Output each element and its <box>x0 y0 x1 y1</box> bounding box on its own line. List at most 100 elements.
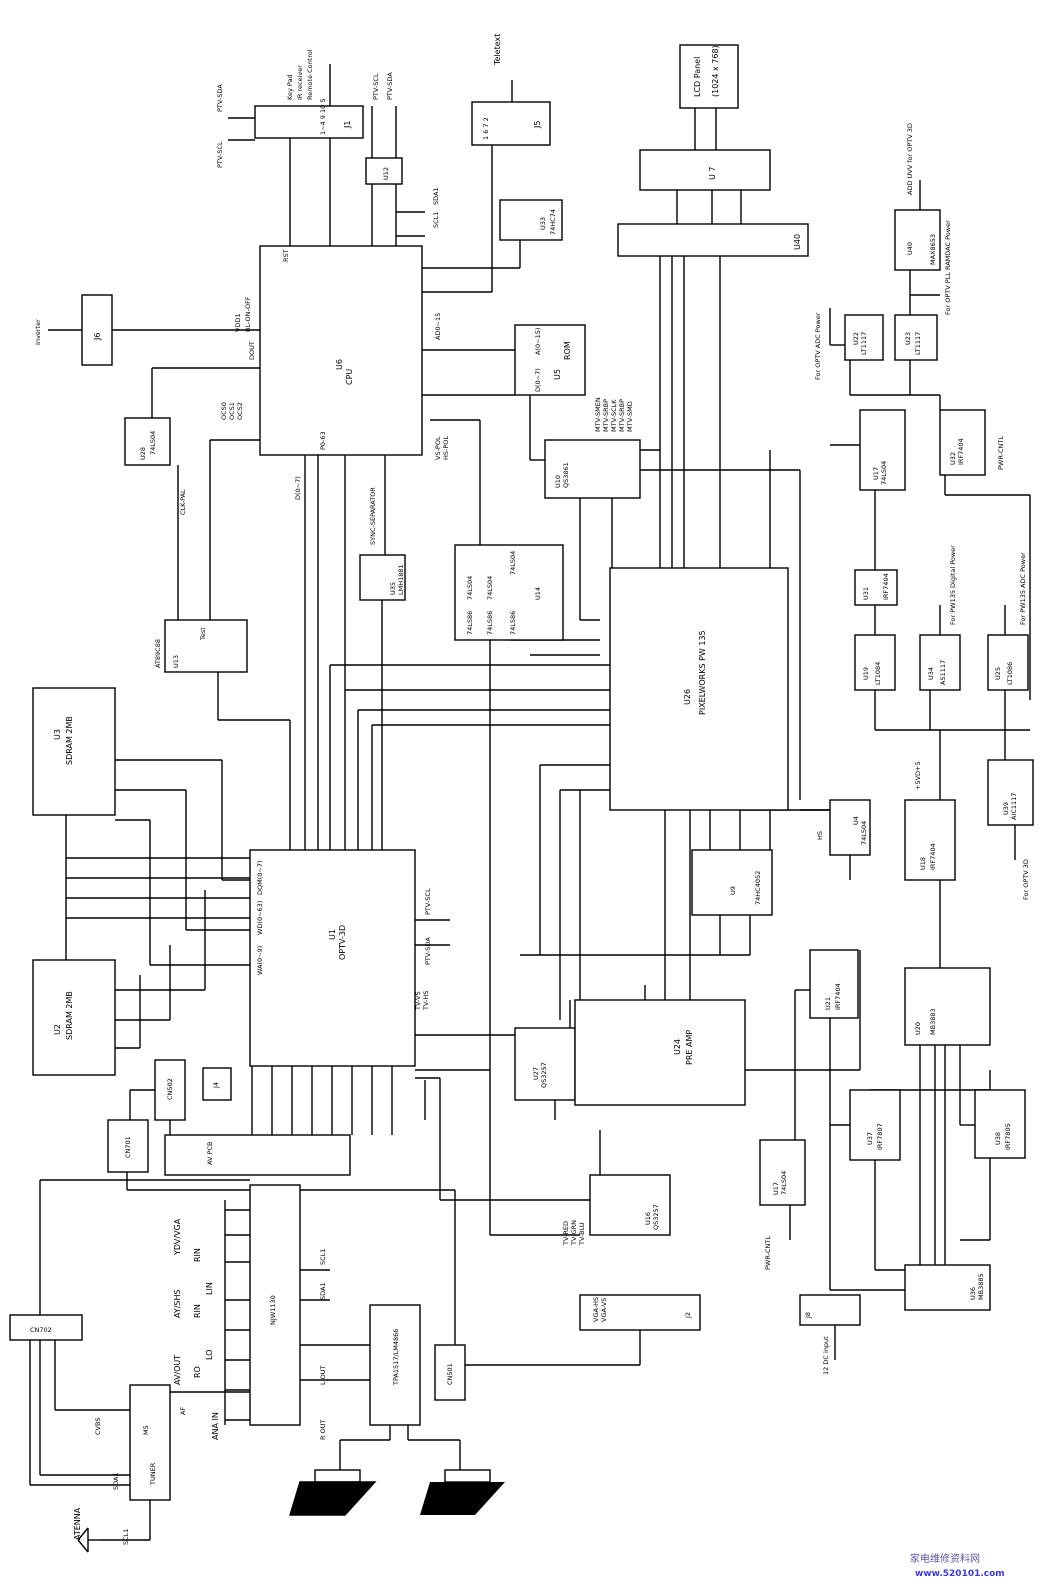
svg-text:U18: U18 <box>919 857 927 870</box>
svg-text:U27: U27 <box>532 1067 540 1080</box>
svg-text:PWR-CNTL: PWR-CNTL <box>997 436 1005 470</box>
svg-text:IRF7404: IRF7404 <box>882 573 890 600</box>
svg-text:LMH1881: LMH1881 <box>397 564 405 595</box>
svg-text:TV-RED: TV-RED <box>562 1221 570 1246</box>
svg-text:OCS2: OCS2 <box>236 402 244 420</box>
svg-text:MTV-SCLK: MTV-SCLK <box>610 399 618 432</box>
svg-text:PRE AMP: PRE AMP <box>685 1030 694 1065</box>
lcd-panel: LCD Panel (1024 x 768) <box>679 44 739 109</box>
svg-text:74HC74: 74HC74 <box>549 209 557 235</box>
svg-text:MB3885: MB3885 <box>977 1273 985 1300</box>
svg-text:HS: HS <box>816 831 824 840</box>
u7: U 7 <box>639 149 771 191</box>
svg-text:74LS86: 74LS86 <box>466 611 474 635</box>
svg-text:Remote Control: Remote Control <box>306 49 314 100</box>
svg-text:U1: U1 <box>328 929 337 940</box>
svg-text:OCS0: OCS0 <box>220 402 228 420</box>
svg-text:74HC4052: 74HC4052 <box>754 871 762 905</box>
svg-text:LIN: LIN <box>205 1282 214 1295</box>
u28: U28 74LS04 CLK-PAL <box>124 417 187 515</box>
svg-text:AS1117: AS1117 <box>939 660 947 685</box>
svg-text:ADD UVV for OPTV 3D: ADD UVV for OPTV 3D <box>906 123 914 195</box>
svg-text:WA(0~9): WA(0~9) <box>256 946 264 975</box>
svg-text:U21: U21 <box>824 997 832 1010</box>
u26-pw135: U26 PIXELWORKS PW 135 <box>609 567 789 811</box>
svg-text:TPA1517/LM4866: TPA1517/LM4866 <box>392 1329 400 1386</box>
svg-text:IRF7404: IRF7404 <box>957 438 965 465</box>
svg-text:HS-POL: HS-POL <box>442 436 450 460</box>
j6: J6 Inverter <box>34 294 113 366</box>
svg-text:TUNER: TUNER <box>149 1462 157 1486</box>
svg-text:For OPTV PLL RAMDAC Power: For OPTV PLL RAMDAC Power <box>944 220 952 315</box>
cn701: CN701 <box>107 1119 149 1173</box>
svg-text:MTV-SMEN: MTV-SMEN <box>594 397 602 432</box>
svg-text:TV-GRN: TV-GRN <box>570 1220 578 1246</box>
svg-text:U13: U13 <box>172 655 180 668</box>
u13: U13 AT89C88 Test <box>154 619 248 673</box>
svg-text:Test: Test <box>199 627 207 641</box>
j4: J4 <box>202 1067 232 1101</box>
svg-text:U19: U19 <box>862 667 870 680</box>
svg-text:SDA1: SDA1 <box>112 1472 120 1490</box>
svg-text:U35: U35 <box>389 582 397 595</box>
u39: U39 AIC1117 For OPTV 3D <box>987 759 1034 900</box>
svg-text:LO: LO <box>205 1350 214 1360</box>
svg-text:U10: U10 <box>554 475 562 488</box>
svg-text:Inverter: Inverter <box>34 319 42 345</box>
watermark: 家电维修资料网 www.520101.com <box>910 1552 1005 1579</box>
svg-text:U28: U28 <box>139 447 147 460</box>
svg-text:J5: J5 <box>533 121 542 129</box>
u9: U9 74HC4052 <box>691 849 773 916</box>
svg-text:www.520101.com: www.520101.com <box>915 1569 1005 1579</box>
u36: U36 MB3885 <box>904 1264 991 1311</box>
j8: J8 12 DC input <box>799 1294 861 1375</box>
svg-text:SDRAM 2MB: SDRAM 2MB <box>65 991 74 1040</box>
cn502: CN502 <box>154 1059 186 1121</box>
u37: U37 IRF7807 <box>849 1089 901 1161</box>
svg-text:ATENNA: ATENNA <box>73 1507 82 1540</box>
svg-text:IR receiver: IR receiver <box>296 65 304 100</box>
svg-text:ROM: ROM <box>563 341 572 360</box>
u1-optv3d: U1 OPTV-3D WA(0~9) WD(0~63) DQM(0~7) PTV… <box>249 849 432 1067</box>
svg-text:For PW135 ADC Power: For PW135 ADC Power <box>1019 552 1027 625</box>
svg-text:DOUT: DOUT <box>248 341 256 360</box>
u23: U23 LT1117 For OPTV PLL RAMDAC Power <box>894 220 952 361</box>
svg-text:74LS04: 74LS04 <box>466 576 474 600</box>
u16: U16 QS3257 TV-RED TV-GRN TV-BLU <box>562 1174 671 1246</box>
u19: U19 LT1084 <box>854 634 896 691</box>
svg-text:U17: U17 <box>872 467 880 480</box>
svg-text:U14: U14 <box>534 587 542 600</box>
svg-text:PWR-CNTL: PWR-CNTL <box>764 1236 772 1270</box>
svg-text:74LS04: 74LS04 <box>880 461 888 485</box>
svg-text:U40: U40 <box>906 242 914 255</box>
m5-tuner: M5 TUNER CVBS SDA1 SCL1 AF <box>94 1384 187 1545</box>
svg-text:VDD1: VDD1 <box>234 313 242 332</box>
u35: U35 LMH1881 SYNC-SEPARATOR <box>359 487 406 601</box>
svg-text:D(0~7): D(0~7) <box>294 476 302 500</box>
svg-text:PTV-SDA: PTV-SDA <box>386 72 394 100</box>
svg-text:PTV-SDA: PTV-SDA <box>216 84 224 112</box>
svg-text:SCL1: SCL1 <box>122 1529 130 1545</box>
u21: U21 IRF7404 <box>809 949 859 1019</box>
svg-text:ANA IN: ANA IN <box>211 1412 220 1440</box>
svg-text:P0-63: P0-63 <box>319 431 327 450</box>
svg-text:U24: U24 <box>673 1039 682 1055</box>
svg-text:QS3861: QS3861 <box>562 462 570 488</box>
svg-text:AV/OUT: AV/OUT <box>173 1355 182 1385</box>
svg-text:RST: RST <box>282 249 290 262</box>
svg-text:RIN: RIN <box>193 1304 202 1318</box>
svg-text:VS-POL: VS-POL <box>434 436 442 460</box>
u17-s: U17 74LS04 <box>859 409 906 491</box>
u17-bottom: U17 74LS04 PWR-CNTL <box>759 1139 806 1270</box>
svg-text:U32: U32 <box>949 452 957 465</box>
svg-text:TV-BLU: TV-BLU <box>578 1222 586 1246</box>
u11: TPA1517/LM4866 <box>369 1304 421 1426</box>
svg-text:CVBS: CVBS <box>94 1418 102 1435</box>
svg-text:LT1117: LT1117 <box>860 332 868 355</box>
svg-text:AT89C88: AT89C88 <box>154 639 162 668</box>
svg-text:U 7: U 7 <box>708 167 717 181</box>
speaker-left-icon <box>289 1469 377 1516</box>
svg-text:For OPTV ADC Power: For OPTV ADC Power <box>814 312 822 380</box>
svg-text:J2: J2 <box>684 1312 692 1319</box>
svg-text:U22: U22 <box>852 332 860 345</box>
